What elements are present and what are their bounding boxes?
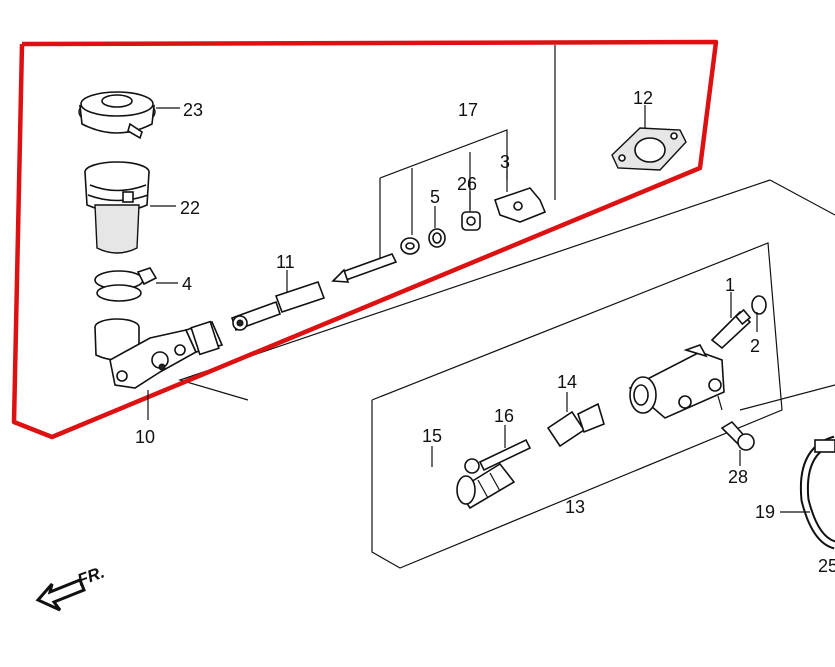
reservoir-icon xyxy=(84,161,150,254)
callout-14: 14 xyxy=(557,372,577,392)
callout-16: 16 xyxy=(494,406,514,426)
gasket-icon xyxy=(611,127,687,171)
callout-28: 28 xyxy=(728,467,748,487)
callout-5: 5 xyxy=(430,187,440,207)
hose-clamp-icon xyxy=(94,267,158,302)
bushing-icon xyxy=(461,211,481,231)
callout-15: 15 xyxy=(422,426,442,446)
group-outline-master-cylinder xyxy=(178,45,835,401)
circlip-icon xyxy=(428,228,446,248)
group-outline-slave-cylinder xyxy=(371,242,835,569)
slave-pushrod-icon xyxy=(464,438,532,474)
callout-10: 10 xyxy=(135,427,155,447)
slave-piston-icon xyxy=(546,402,605,448)
callout-23: 23 xyxy=(183,100,203,120)
callout-22: 22 xyxy=(180,198,200,218)
callout-4: 4 xyxy=(182,274,192,294)
slave-cylinder-icon xyxy=(628,344,725,419)
seal-ring-icon xyxy=(400,237,420,255)
bleeder-screw-icon xyxy=(710,308,752,350)
bolt-icon xyxy=(720,420,755,451)
callout-1: 1 xyxy=(725,275,735,295)
callout-12: 12 xyxy=(633,88,653,108)
callout-13: 13 xyxy=(565,497,585,517)
callout-19: 19 xyxy=(755,502,775,522)
bleeder-cap-icon xyxy=(751,295,767,315)
clevis-icon xyxy=(493,187,547,223)
callout-2: 2 xyxy=(750,336,760,356)
front-direction-arrow-icon xyxy=(35,578,86,612)
piston-rod-icon xyxy=(331,253,398,283)
master-cylinder-icon xyxy=(94,318,224,389)
callout-11: 11 xyxy=(276,252,295,272)
dust-boot-icon xyxy=(456,462,516,510)
highlight-outline xyxy=(11,39,719,440)
callout-17: 17 xyxy=(458,100,478,120)
callout-26: 26 xyxy=(457,174,477,194)
reservoir-cap-icon xyxy=(78,91,156,140)
callout-3: 3 xyxy=(500,152,510,172)
push-rod-icon xyxy=(230,280,326,332)
front-direction-label: FR. xyxy=(75,563,107,590)
hose-icon xyxy=(799,435,835,550)
callout-25: 25 xyxy=(818,556,835,576)
